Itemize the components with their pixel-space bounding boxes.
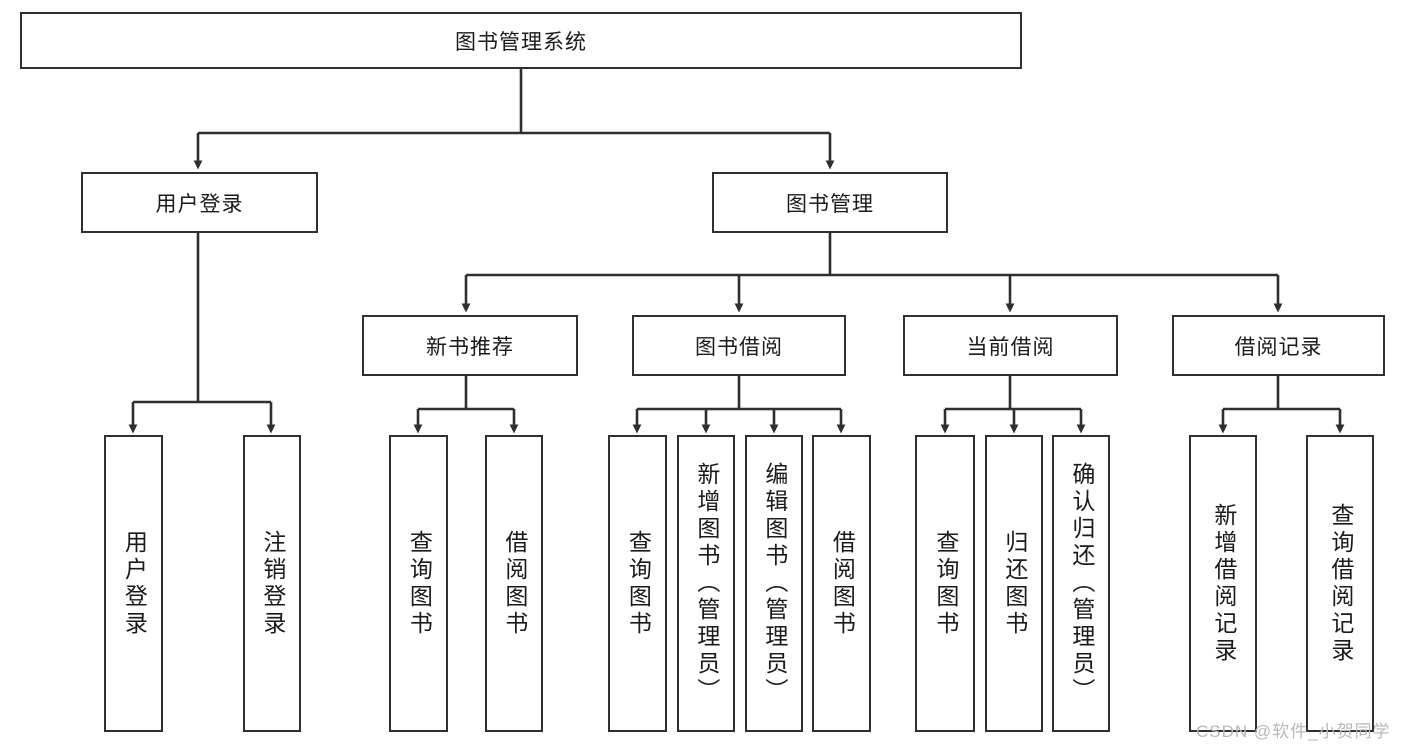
node-leaf-confirm-return[interactable]: 确认归还（管理员） — [1052, 435, 1110, 732]
node-label: 新增图书（管理员） — [693, 462, 720, 705]
node-leaf-query-book-2[interactable]: 查询图书 — [608, 435, 667, 732]
node-book-borrow[interactable]: 图书借阅 — [632, 315, 846, 376]
node-label: 归还图书 — [1001, 529, 1028, 638]
node-user-login[interactable]: 用户登录 — [81, 172, 318, 233]
node-book-manage[interactable]: 图书管理 — [712, 172, 948, 233]
node-label: 编辑图书（管理员） — [761, 462, 788, 705]
node-label: 查询借阅记录 — [1327, 502, 1354, 665]
node-leaf-borrow-book-1[interactable]: 借阅图书 — [485, 435, 543, 732]
node-label: 借阅图书 — [501, 529, 528, 638]
node-label: 借阅图书 — [829, 529, 856, 638]
node-leaf-return-book[interactable]: 归还图书 — [985, 435, 1043, 732]
node-label: 借阅记录 — [1234, 335, 1323, 359]
node-leaf-query-book-3[interactable]: 查询图书 — [915, 435, 975, 732]
node-label: 用户登录 — [121, 529, 148, 638]
node-label: 用户登录 — [155, 192, 244, 216]
node-root-system[interactable]: 图书管理系统 — [20, 12, 1022, 69]
node-label: 新书推荐 — [426, 335, 514, 359]
node-new-book-recommend[interactable]: 新书推荐 — [362, 315, 578, 376]
node-current-borrow[interactable]: 当前借阅 — [903, 315, 1118, 376]
node-label: 图书管理系统 — [455, 30, 587, 54]
node-label: 图书管理 — [786, 192, 874, 216]
node-leaf-query-record[interactable]: 查询借阅记录 — [1306, 435, 1374, 732]
node-label: 当前借阅 — [966, 335, 1055, 359]
node-leaf-edit-book[interactable]: 编辑图书（管理员） — [745, 435, 803, 732]
node-label: 注销登录 — [259, 529, 286, 638]
node-label: 查询图书 — [406, 529, 433, 638]
node-label: 图书借阅 — [695, 335, 783, 359]
node-leaf-add-record[interactable]: 新增借阅记录 — [1189, 435, 1257, 732]
node-label: 确认归还（管理员） — [1068, 462, 1095, 705]
node-leaf-query-book-1[interactable]: 查询图书 — [389, 435, 448, 732]
node-label: 查询图书 — [932, 529, 959, 638]
node-label: 查询图书 — [625, 529, 652, 638]
node-leaf-logout-login[interactable]: 注销登录 — [243, 435, 301, 732]
node-leaf-user-login[interactable]: 用户登录 — [104, 435, 163, 732]
node-leaf-add-book[interactable]: 新增图书（管理员） — [677, 435, 735, 732]
node-leaf-borrow-book-2[interactable]: 借阅图书 — [812, 435, 871, 732]
node-label: 新增借阅记录 — [1210, 502, 1237, 665]
node-borrow-record[interactable]: 借阅记录 — [1172, 315, 1385, 376]
